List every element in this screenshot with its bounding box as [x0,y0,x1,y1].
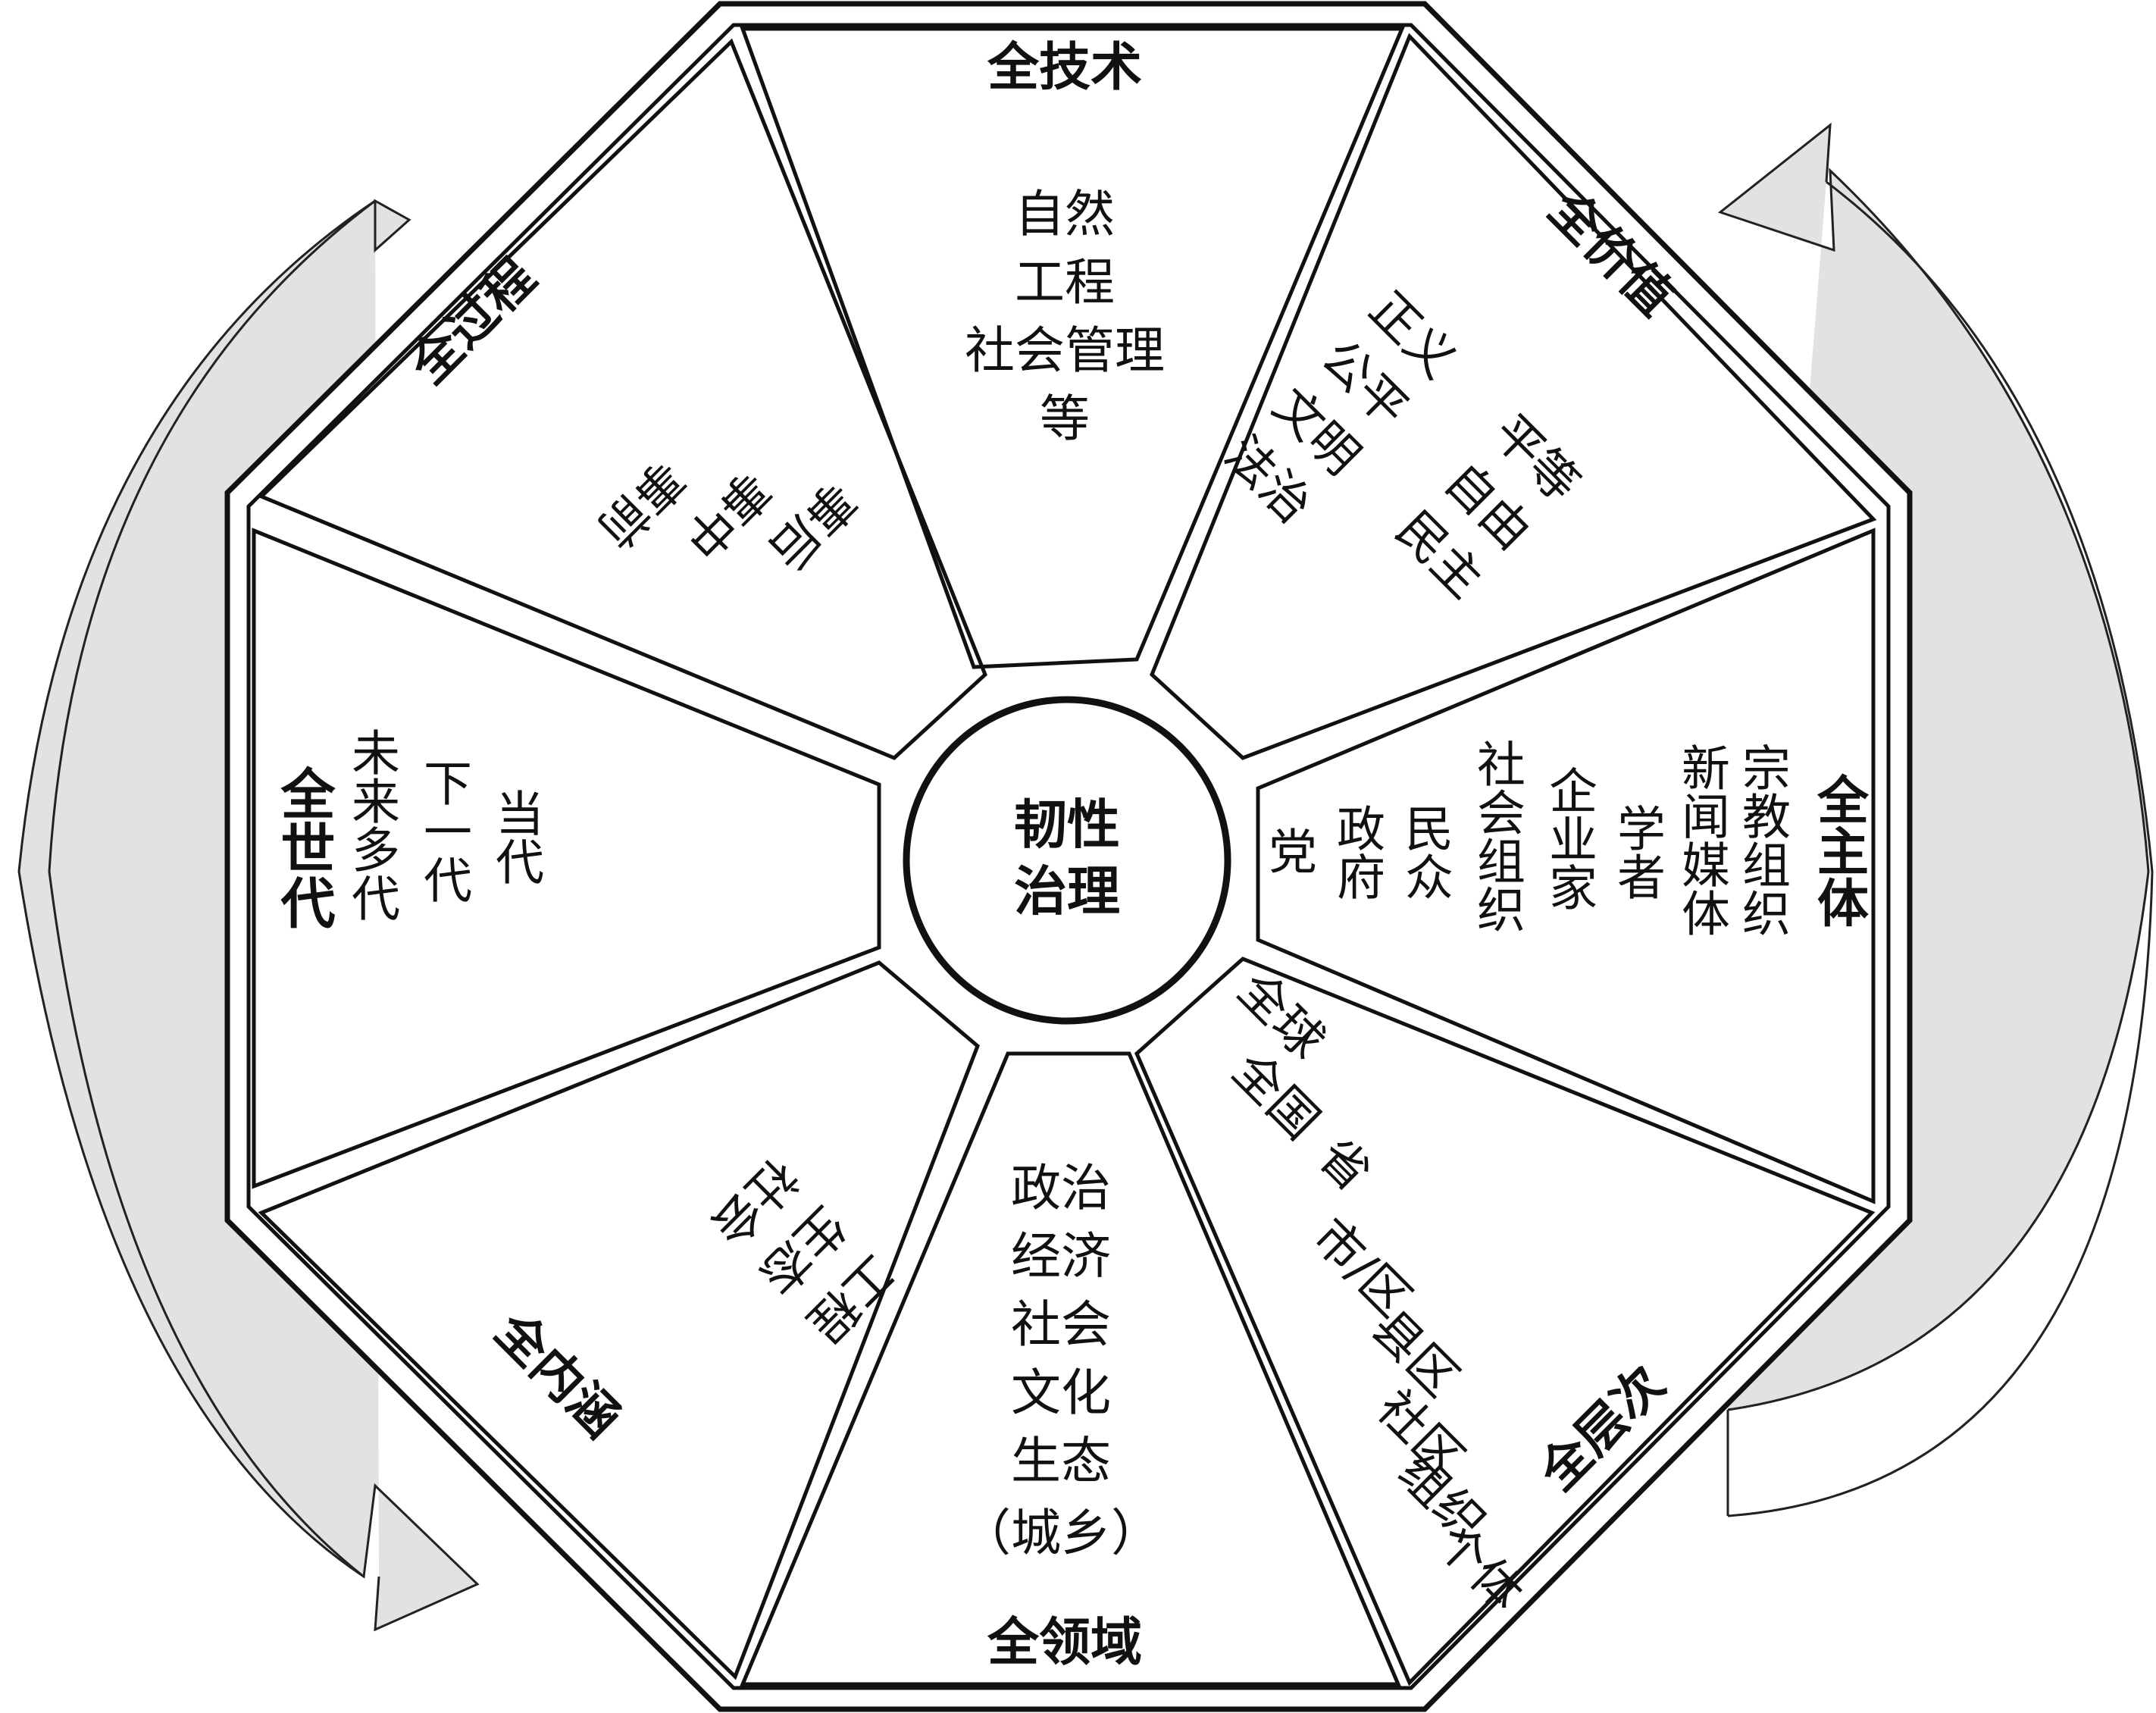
actor-item: 社会组织 [1469,739,1525,933]
gen-item: 下一代 [415,758,471,903]
domain-item: （城乡） [961,1504,1161,1562]
octagon-inner [246,23,1891,1690]
domain-item: 政治 [1011,1159,1111,1217]
center-circle [903,696,1231,1025]
domain-title: 全领域 [987,1613,1142,1673]
tech-item: 等 [1040,390,1090,448]
tech-item: 工程 [1015,253,1115,312]
gen-item: 当代 [487,788,543,885]
actor-title: 全主体 [1808,773,1870,928]
tech-item: 自然 [1015,185,1115,243]
sector-level [1134,957,1876,1686]
domain-item: 社会 [1011,1295,1111,1354]
tech-title: 全技术 [987,38,1142,98]
sector-gen [252,528,881,1189]
domain-item: 生态 [1011,1432,1111,1490]
domain-item: 经济 [1011,1227,1111,1286]
actor-item: 企业家 [1541,766,1597,911]
sector-scope [258,960,980,1680]
actor-item: 党 [1260,826,1316,875]
actor-item: 宗教组织 [1734,743,1790,937]
actor-item: 学者 [1609,803,1665,900]
sector-value [1150,33,1877,760]
tech-item: 社会管理 [965,321,1165,380]
actor-item: 政府 [1328,803,1385,900]
center-label-line2: 治理 [1014,860,1120,922]
actor-item: 新闻媒体 [1673,743,1729,937]
actor-item: 民众 [1397,803,1453,900]
sector-domain [740,1051,1401,1686]
center-label-line1: 韧性 [1014,794,1120,856]
sector-actor [1256,528,1876,1204]
domain-item: 文化 [1011,1364,1111,1422]
gen-item: 未来多代 [343,728,399,922]
sector-process [258,38,987,760]
gen-title: 全世代 [271,766,336,929]
